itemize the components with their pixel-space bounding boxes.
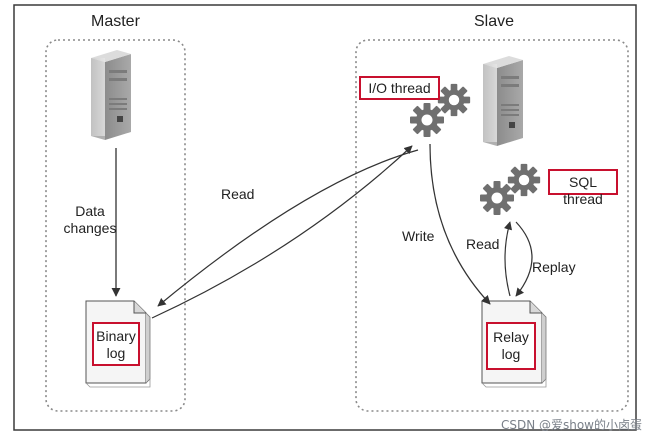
relay-log-line-2: log xyxy=(501,346,521,362)
replay-label: Replay xyxy=(532,259,576,275)
read-response-arrow-icon xyxy=(157,149,419,307)
write-arrow-icon xyxy=(429,143,491,305)
read-request-arrow-icon xyxy=(151,145,413,319)
io-gear-small-icon xyxy=(437,83,471,117)
binary-log-line-1: Binary xyxy=(96,328,136,344)
relay-read-label: Read xyxy=(466,236,500,252)
io-gear-icon xyxy=(410,103,444,137)
relay-log-label: Relay log xyxy=(486,322,536,370)
relay-read-arrow-icon xyxy=(503,221,513,297)
sql-gear-small-icon xyxy=(507,163,541,197)
binary-log-line-2: log xyxy=(106,345,126,361)
data-changes-line-1: Data xyxy=(75,203,105,219)
master-container xyxy=(45,39,186,412)
relay-log-line-1: Relay xyxy=(493,329,529,345)
slave-server-icon xyxy=(483,56,523,146)
slave-title: Slave xyxy=(474,13,515,30)
data-changes-line-2: changes xyxy=(63,220,117,236)
diagram-frame xyxy=(13,4,637,431)
master-server-icon xyxy=(91,50,131,140)
slave-container xyxy=(355,39,629,412)
write-label: Write xyxy=(402,228,435,244)
watermark-text: CSDN @爱show的小卤蛋 xyxy=(500,418,642,432)
sql-gear-icon xyxy=(480,181,514,215)
sql-thread-label: SQL thread xyxy=(548,169,618,207)
binary-log-label: Binary log xyxy=(92,322,140,366)
replay-arrow-icon xyxy=(515,221,533,297)
master-title: Master xyxy=(91,13,140,30)
data-changes-label: Data changes xyxy=(60,203,120,237)
io-thread-label: I/O thread xyxy=(359,76,440,100)
read-label: Read xyxy=(221,186,255,202)
